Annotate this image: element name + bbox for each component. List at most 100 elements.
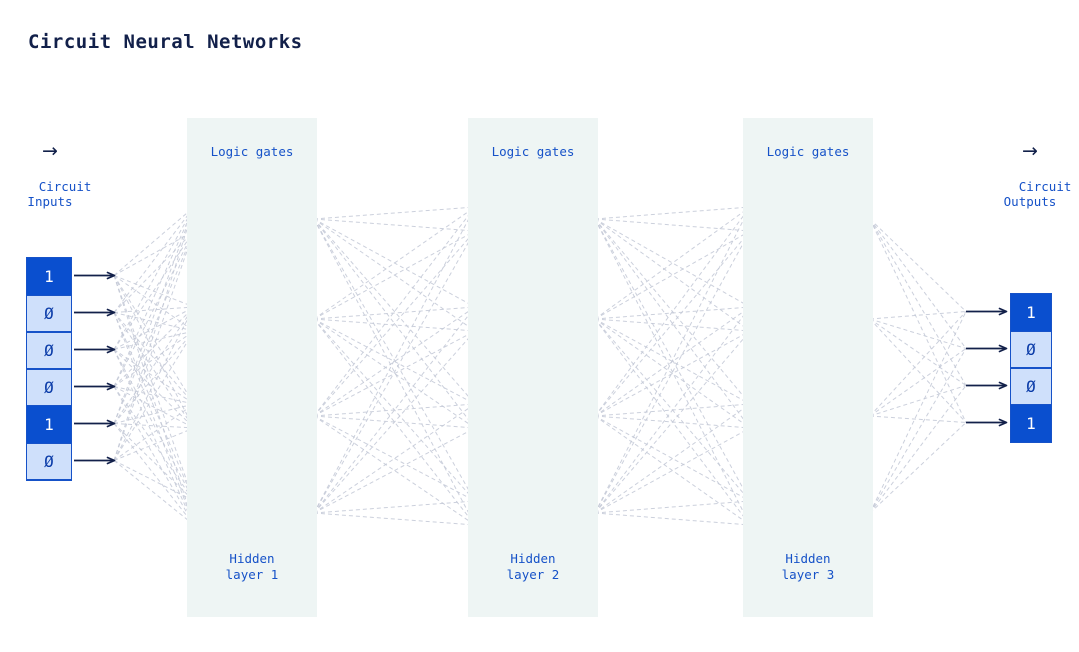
mesh-connection <box>869 218 967 349</box>
mesh-connection <box>313 218 476 232</box>
mesh-connection <box>113 275 195 332</box>
mesh-connection <box>594 218 751 308</box>
mesh-connection <box>594 415 751 502</box>
mesh-connection <box>869 318 967 423</box>
mesh-connection <box>113 312 195 405</box>
mesh-connection <box>869 422 967 514</box>
mesh-connection <box>313 206 476 320</box>
mesh-connection <box>113 306 195 424</box>
mesh-connection <box>594 230 751 514</box>
mesh-connection <box>313 330 476 417</box>
mesh-connection <box>113 230 195 276</box>
mesh-connection <box>113 306 195 350</box>
mesh-connection <box>113 386 195 502</box>
circuit-outputs-caption: → Circuit Outputs <box>988 112 1072 224</box>
circuit-inputs-label: Circuit Inputs <box>27 179 92 209</box>
input-bit-2[interactable]: Ø <box>27 332 71 369</box>
mesh-connection <box>113 330 195 461</box>
mesh-connection <box>313 415 476 526</box>
mesh-connection <box>313 415 476 502</box>
input-bit-3[interactable]: Ø <box>27 369 71 406</box>
mesh-connection <box>313 500 476 514</box>
mesh-connection <box>313 306 476 417</box>
input-bit-1[interactable]: Ø <box>27 295 71 332</box>
input-bit-4[interactable]: 1 <box>27 406 71 443</box>
mesh-connection <box>594 318 751 429</box>
mesh-connection <box>313 318 476 405</box>
mesh-connection <box>113 275 195 502</box>
mesh-connection <box>594 218 751 526</box>
mesh-connection <box>113 330 195 387</box>
mesh-connection <box>113 423 195 526</box>
mesh-connection <box>869 385 967 514</box>
mesh-connection <box>113 275 195 405</box>
mesh-connection <box>113 386 195 526</box>
mesh-connection <box>594 330 751 514</box>
mesh-connection <box>594 500 751 514</box>
mesh-connection <box>313 206 476 417</box>
mesh-connection <box>113 306 195 313</box>
mesh-connection <box>313 306 476 320</box>
mesh-connection <box>113 403 195 461</box>
mesh-connection <box>594 230 751 320</box>
arrow-right-icon: → <box>1022 140 1038 162</box>
input-bit-0[interactable]: 1 <box>27 258 71 295</box>
mesh-connection <box>113 330 195 424</box>
arrow-right-icon: → <box>42 140 58 162</box>
output-bit-0[interactable]: 1 <box>1011 294 1051 331</box>
output-bit-2[interactable]: Ø <box>1011 368 1051 405</box>
mesh-connection <box>594 206 751 220</box>
mesh-connection <box>869 385 967 417</box>
hidden-layer-panel-2: Logic gates Hidden layer 2 <box>468 118 598 617</box>
output-bit-1[interactable]: Ø <box>1011 331 1051 368</box>
mesh-connection <box>113 312 195 526</box>
layer-title-3: Logic gates <box>766 144 850 159</box>
mesh-connection <box>113 230 195 387</box>
mesh-connection <box>594 306 751 514</box>
page-title: Circuit Neural Networks <box>28 31 303 53</box>
mesh-connection <box>313 512 476 526</box>
mesh-connection <box>313 318 476 429</box>
mesh-connection <box>313 306 476 514</box>
mesh-connection <box>869 218 967 312</box>
hidden-layer-panel-1: Logic gates Hidden layer 1 <box>187 118 317 617</box>
mesh-connection <box>313 218 476 429</box>
layer-footer-1: Hidden layer 1 <box>225 551 279 582</box>
mesh-connection <box>869 318 967 386</box>
mesh-connection <box>113 206 195 313</box>
mesh-connection <box>113 206 195 276</box>
mesh-connection <box>869 415 967 423</box>
mesh-connection <box>869 348 967 417</box>
mesh-connection <box>113 275 195 308</box>
circuit-outputs-label: Circuit Outputs <box>1003 179 1072 209</box>
mesh-connection <box>594 206 751 514</box>
mesh-connection <box>113 206 195 424</box>
mesh-connection <box>113 206 195 387</box>
mesh-connection <box>594 218 751 502</box>
mesh-connection <box>313 218 476 526</box>
layer-title-1: Logic gates <box>210 144 294 159</box>
mesh-connection <box>313 206 476 220</box>
mesh-connection <box>594 427 751 514</box>
mesh-connection <box>313 218 476 502</box>
input-bit-5[interactable]: Ø <box>27 443 71 480</box>
mesh-connection <box>313 330 476 514</box>
mesh-connection <box>113 427 195 461</box>
mesh-connection <box>113 423 195 502</box>
mesh-connection <box>869 218 967 423</box>
mesh-connection <box>313 230 476 320</box>
layer-footer-2: Hidden layer 2 <box>506 551 560 582</box>
mesh-connection <box>594 318 751 405</box>
mesh-connection <box>869 311 967 320</box>
output-bit-3[interactable]: 1 <box>1011 405 1051 442</box>
mesh-connection <box>313 318 476 332</box>
layer-title-2: Logic gates <box>491 144 575 159</box>
circuit-inputs-caption: → Circuit Inputs <box>8 112 92 224</box>
mesh-connection <box>594 218 751 332</box>
mesh-connection <box>113 306 195 461</box>
mesh-connection <box>313 218 476 405</box>
mesh-connection <box>594 330 751 417</box>
